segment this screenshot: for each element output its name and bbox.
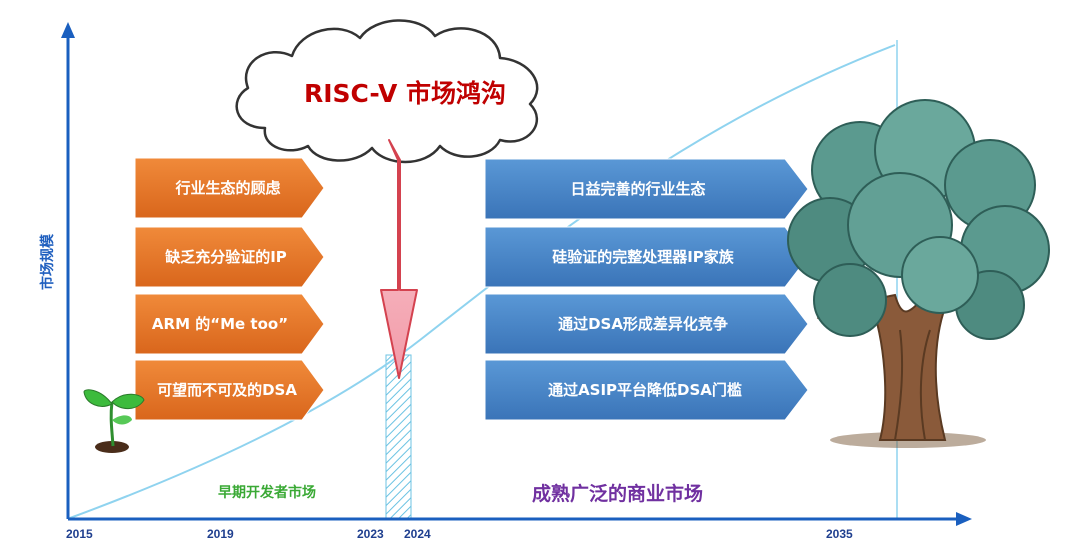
strength-item: 硅验证的完整处理器IP家族 xyxy=(484,226,809,288)
challenge-item: 可望而不可及的DSA xyxy=(134,359,325,421)
year-label-2023: 2023 xyxy=(357,527,384,541)
svg-text:缺乏充分验证的IP: 缺乏充分验证的IP xyxy=(164,248,287,266)
svg-text:通过DSA形成差异化竞争: 通过DSA形成差异化竞争 xyxy=(558,315,728,333)
y-axis-arrow-icon xyxy=(61,22,75,38)
strength-list: 日益完善的行业生态 硅验证的完整处理器IP家族 通过DSA形成差异化竞争 通过A… xyxy=(484,158,809,421)
chasm-title: RISC-V 市场鸿沟 xyxy=(304,79,506,108)
tree-icon xyxy=(787,99,1050,448)
svg-text:ARM 的“Me too”: ARM 的“Me too” xyxy=(152,315,288,333)
challenge-list: 行业生态的顾虑 缺乏充分验证的IP ARM 的“Me too” 可望而不可及的D… xyxy=(134,157,325,421)
year-label-2015: 2015 xyxy=(66,527,93,541)
downward-arrow-icon xyxy=(380,139,418,379)
mature-market-label: 成熟广泛的商业市场 xyxy=(532,482,703,505)
year-label-2019: 2019 xyxy=(207,527,234,541)
seedling-icon xyxy=(83,389,145,453)
svg-text:行业生态的顾虑: 行业生态的顾虑 xyxy=(174,179,280,197)
y-axis-label: 市场规模 xyxy=(39,233,56,290)
x-axis-arrow-icon xyxy=(956,512,972,526)
svg-text:日益完善的行业生态: 日益完善的行业生态 xyxy=(570,180,705,198)
strength-item: 通过ASIP平台降低DSA门槛 xyxy=(484,359,809,421)
strength-item: 通过DSA形成差异化竞争 xyxy=(484,293,809,355)
year-label-2035: 2035 xyxy=(826,527,853,541)
svg-text:硅验证的完整处理器IP家族: 硅验证的完整处理器IP家族 xyxy=(552,248,735,266)
early-market-label: 早期开发者市场 xyxy=(218,484,316,501)
strength-item: 日益完善的行业生态 xyxy=(484,158,809,220)
challenge-item: ARM 的“Me too” xyxy=(134,293,325,355)
chasm-band xyxy=(385,354,412,519)
cloud-icon xyxy=(235,19,539,164)
svg-text:可望而不可及的DSA: 可望而不可及的DSA xyxy=(157,381,297,399)
challenge-item: 行业生态的顾虑 xyxy=(134,157,325,219)
year-label-2024: 2024 xyxy=(404,527,431,541)
challenge-item: 缺乏充分验证的IP xyxy=(134,226,325,288)
market-growth-curve xyxy=(69,44,896,519)
svg-text:通过ASIP平台降低DSA门槛: 通过ASIP平台降低DSA门槛 xyxy=(548,381,742,399)
